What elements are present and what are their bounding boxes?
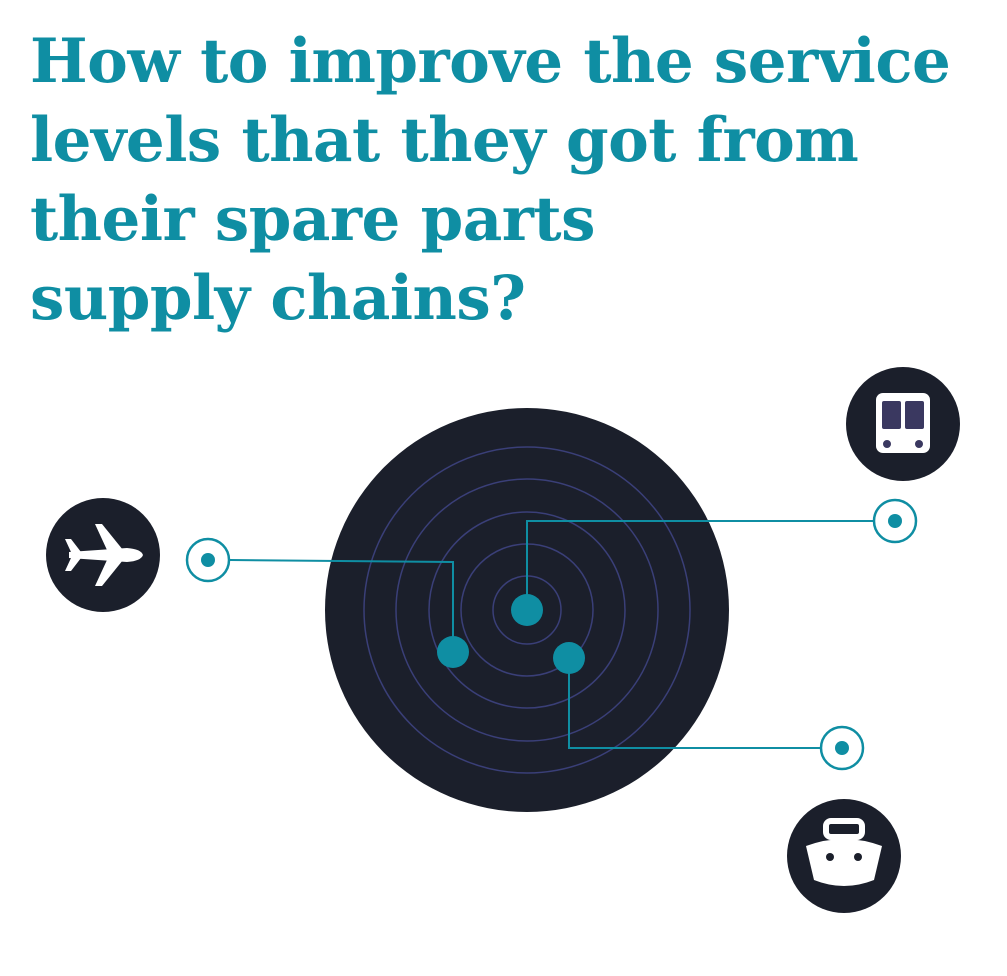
headline-line-2: levels that they got from <box>30 105 859 176</box>
bus-icon <box>876 393 930 453</box>
connector-bus <box>526 520 873 610</box>
radar-rings <box>363 446 691 774</box>
bus-badge <box>846 367 960 481</box>
blip-center <box>511 594 543 626</box>
connector-airplane <box>229 559 454 652</box>
radar-ring <box>363 446 691 774</box>
headline-line-1: How to improve the service <box>30 26 951 97</box>
connector-lines <box>229 520 873 749</box>
target-ship <box>819 725 865 771</box>
radar-ring <box>395 478 659 742</box>
blip-left <box>437 636 469 668</box>
headline-line-4: supply chains? <box>30 263 526 334</box>
ship-icon <box>806 818 882 886</box>
radar-ring <box>428 511 626 709</box>
target-airplane <box>185 537 231 583</box>
headline-line-3: their spare parts <box>30 184 595 255</box>
connector-ship <box>568 658 820 749</box>
airplane-badge <box>46 498 160 612</box>
blip-right <box>553 642 585 674</box>
ship-badge <box>787 799 901 913</box>
target-bus <box>872 498 918 544</box>
airplane-icon <box>65 524 143 586</box>
headline: How to improve the service levels that t… <box>30 22 990 338</box>
